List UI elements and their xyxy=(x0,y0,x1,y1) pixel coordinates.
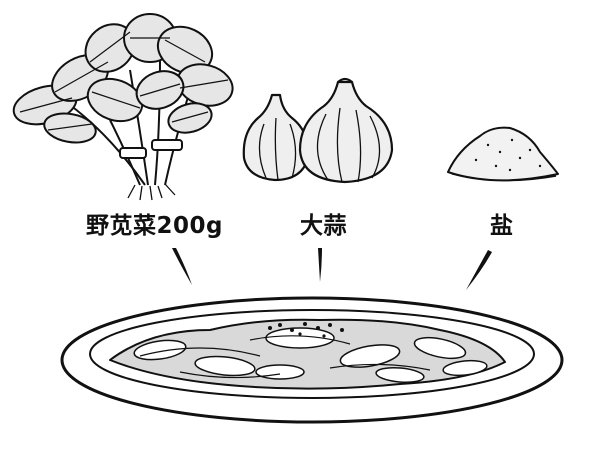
pointer-stroke-salt xyxy=(466,250,492,290)
amaranth-greens-icon xyxy=(12,13,234,201)
pointer-strokes xyxy=(172,248,492,290)
pointer-stroke-greens xyxy=(172,248,192,285)
garlic-icon xyxy=(242,77,394,184)
pointer-stroke-garlic xyxy=(318,248,322,282)
salt-pile-icon xyxy=(447,126,559,182)
ingredient-label-greens: 野苋菜200g xyxy=(86,213,223,239)
stir-fried-greens-plate-icon xyxy=(60,296,564,424)
ingredient-label-salt: 盐 xyxy=(490,213,514,239)
ingredient-label-garlic: 大蒜 xyxy=(300,213,347,239)
